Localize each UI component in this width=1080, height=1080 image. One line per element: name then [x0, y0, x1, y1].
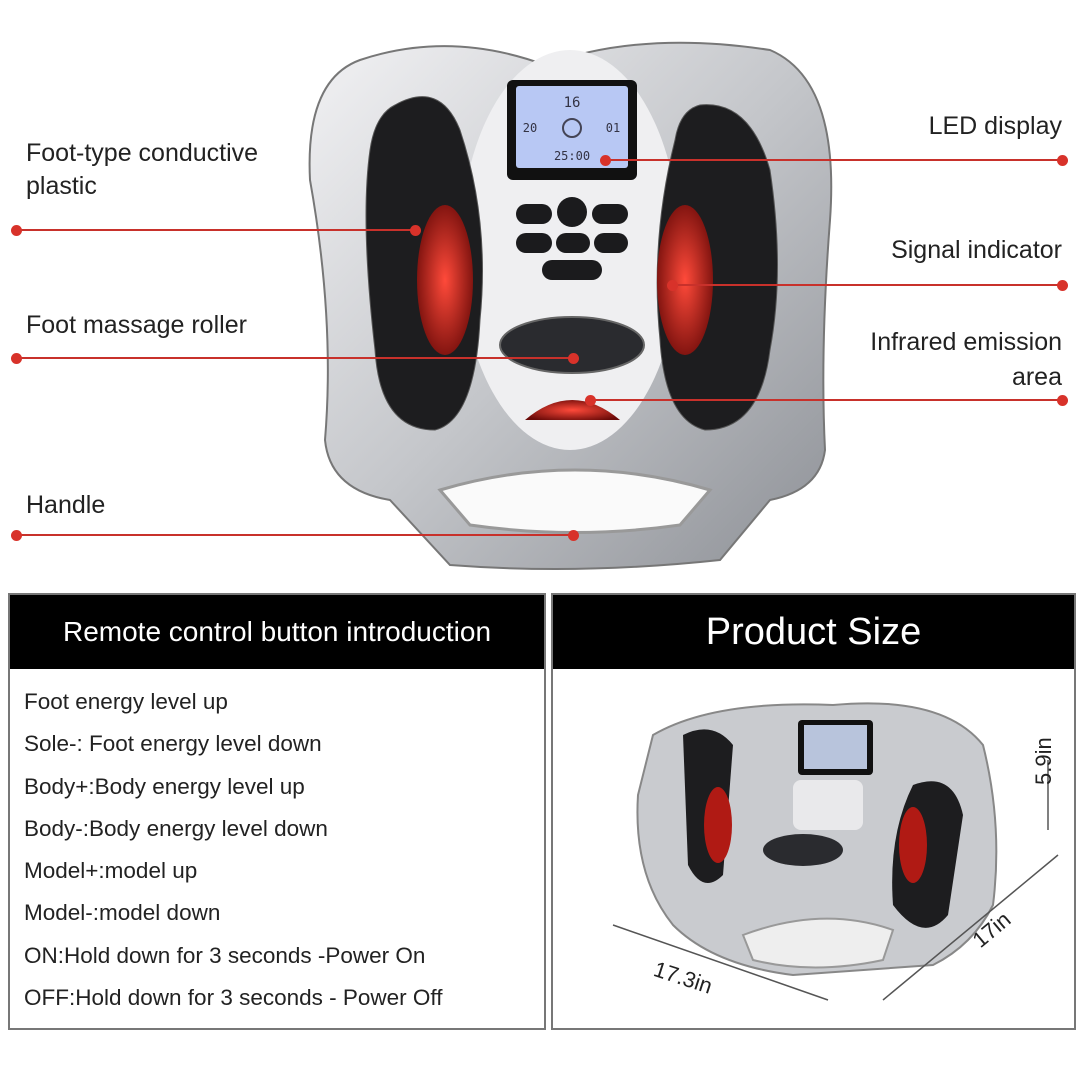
- sole-plus-button[interactable]: [516, 204, 552, 224]
- callout-end-dot: [11, 225, 22, 236]
- mode-button[interactable]: [557, 197, 587, 227]
- callout-dot: [600, 155, 611, 166]
- list-item: Body-:Body energy level down: [24, 815, 328, 841]
- callout-line: [590, 399, 1063, 401]
- foot-massager-device-image: 16 20 01 25:00: [308, 41, 833, 570]
- callout-end-dot: [11, 530, 22, 541]
- list-item: OFF:Hold down for 3 seconds - Power Off: [24, 985, 443, 1011]
- callout-dot: [568, 530, 579, 541]
- list-item: Body+:Body energy level up: [24, 773, 305, 799]
- label-infrared-line2: area: [1011, 363, 1062, 391]
- label-foot-plastic-line1: Foot-type conductive: [26, 139, 259, 167]
- infrared-area: [525, 400, 620, 420]
- list-item: Foot energy level up: [24, 689, 228, 714]
- callout-end-dot: [1057, 395, 1068, 406]
- product-size-image: [612, 702, 1059, 1001]
- list-item: ON:Hold down for 3 seconds -Power On: [24, 942, 426, 968]
- callout-end-dot: [1057, 155, 1068, 166]
- callout-dot: [667, 280, 678, 291]
- callout-line: [605, 159, 1063, 161]
- lcd-right-value: 01: [606, 121, 620, 135]
- foot-massage-roller: [499, 316, 645, 374]
- list-item: Model-:model down: [24, 900, 221, 926]
- list-item: Sole-: Foot energy level down: [24, 731, 322, 757]
- label-infrared-line1: Infrared emission: [870, 328, 1062, 356]
- lcd-top-value: 16: [564, 95, 581, 111]
- width-dimension-line: [612, 924, 829, 1001]
- lcd-left-value: 20: [523, 121, 537, 135]
- callout-end-dot: [1057, 280, 1068, 291]
- height-label: 5.9in: [1031, 737, 1056, 785]
- sun-icon: [562, 118, 582, 138]
- label-foot-plastic-line2: plastic: [26, 172, 97, 200]
- body-minus-button[interactable]: [594, 233, 628, 253]
- callout-dot: [585, 395, 596, 406]
- remote-panel-title: Remote control button introduction: [10, 595, 544, 669]
- label-handle: Handle: [26, 491, 106, 519]
- callout-dot: [410, 225, 421, 236]
- list-item: Model+:model up: [24, 858, 198, 884]
- on-off-button[interactable]: [556, 233, 590, 253]
- body-plus-button[interactable]: [592, 204, 628, 224]
- label-signal-indicator: Signal indicator: [891, 236, 1062, 264]
- callout-line: [15, 357, 573, 359]
- callout-end-dot: [11, 353, 22, 364]
- lcd-bottom-value: 25:00: [554, 149, 590, 163]
- callout-line: [15, 534, 573, 536]
- product-size-panel: Product Size 5.9in 17in 17.3in: [551, 593, 1076, 1030]
- callout-line: [672, 284, 1063, 286]
- depth-dimension-line: [882, 854, 1059, 1001]
- remote-control-panel: Remote control button introduction Foot …: [8, 593, 546, 1030]
- size-panel-title: Product Size: [553, 595, 1074, 669]
- remote-button-list: Foot energy level up Sole-: Foot energy …: [10, 669, 544, 1019]
- label-foot-massage-roller: Foot massage roller: [26, 311, 247, 339]
- callout-line: [15, 229, 415, 231]
- mode-minus-button[interactable]: [542, 260, 602, 280]
- label-led-display: LED display: [928, 112, 1062, 140]
- callout-dot: [568, 353, 579, 364]
- sole-minus-button[interactable]: [516, 233, 552, 253]
